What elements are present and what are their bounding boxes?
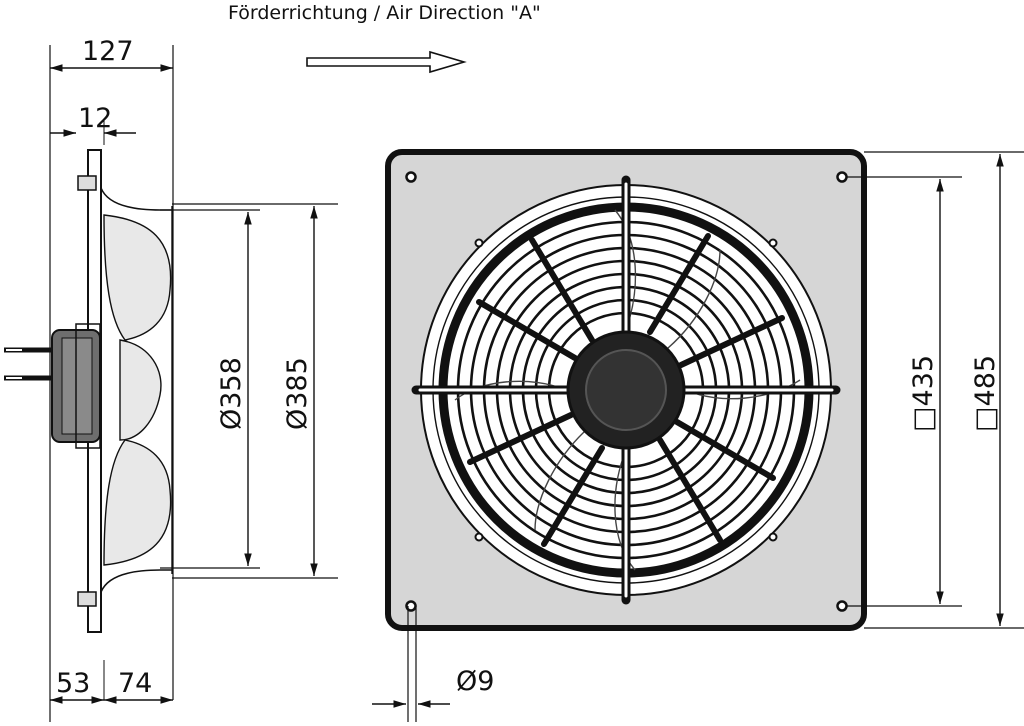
side-view xyxy=(4,45,338,722)
corner-hole xyxy=(836,171,848,183)
title: Förderrichtung / Air Direction "A" xyxy=(228,2,541,24)
dim-flange-thickness: 12 xyxy=(78,103,112,134)
front-view xyxy=(372,149,1024,722)
dim-outer-diameter: Ø385 xyxy=(282,357,313,430)
dim-hole-diameter: Ø9 xyxy=(456,666,494,697)
corner-hole xyxy=(405,171,417,183)
dim-rear-depth: 53 xyxy=(56,668,90,699)
dim-inner-diameter: Ø358 xyxy=(216,357,247,430)
air-direction-arrow-icon xyxy=(306,50,467,74)
corner-hole xyxy=(836,600,848,612)
dim-hole-spacing: □435 xyxy=(908,355,939,432)
guard-spokes xyxy=(467,233,785,547)
cable-leads xyxy=(4,347,52,381)
dim-front-depth: 74 xyxy=(118,668,152,699)
dim-overall-depth: 127 xyxy=(82,36,134,67)
dim-plate-size: □485 xyxy=(970,355,1001,432)
